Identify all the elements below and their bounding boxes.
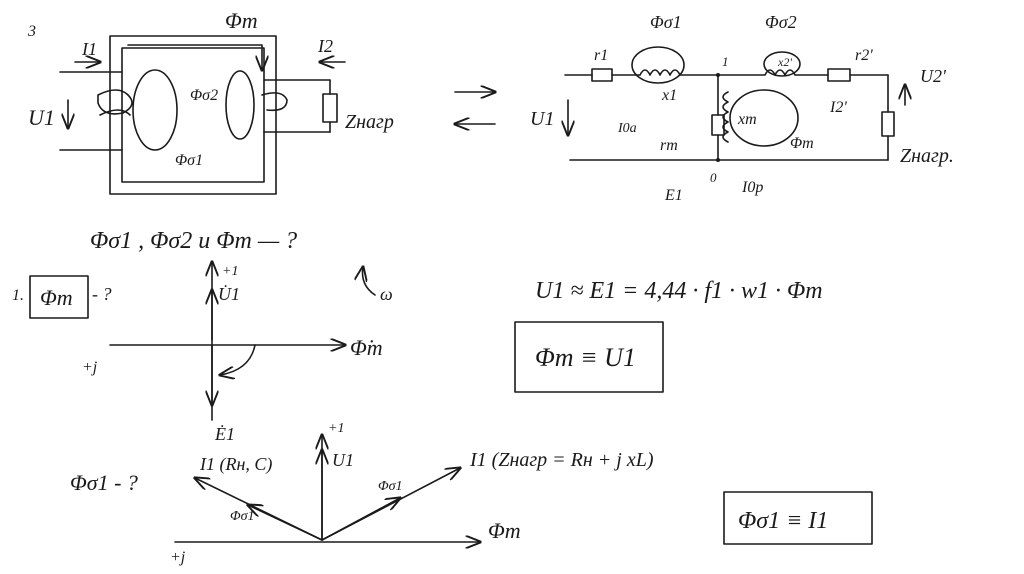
slide-number: 3 (27, 23, 36, 40)
label-i1: I1 (81, 39, 97, 59)
label-z-load: Zнагр (345, 111, 394, 133)
label-u2: U2' (920, 66, 947, 86)
label-u1: U1 (28, 105, 55, 130)
label-r2: r2' (855, 47, 873, 64)
phasor-u1: U̇1 (218, 283, 240, 304)
label-i0p: I0p (741, 179, 763, 196)
question-phi-s1: Φσ1 - ? (70, 470, 138, 495)
emf-formula: U1 ≈ E1 = 4,44 · f1 · w1 · Φm (535, 278, 823, 304)
equivalent-circuit: r1 Φσ1 Φσ2 r2' U2' 1 x1 x2' I2' U1 I0a r… (530, 12, 954, 204)
label-x2: x2' (777, 55, 792, 69)
boxed-phi-m: Φm (40, 285, 73, 310)
label-node-1: 1 (722, 54, 729, 69)
axis-plus1-2: +1 (328, 421, 344, 436)
boxed-phi-u: Φm ≡ U1 (535, 343, 636, 372)
label-phi-s2: Φσ2 (190, 87, 218, 104)
axis-plusj-2: +j (170, 549, 186, 566)
label-i2: I2 (317, 36, 333, 56)
label-phi-s2-circuit: Φσ2 (765, 12, 797, 32)
boxed-phi-s1-i1: Φσ1 ≡ I1 (738, 508, 828, 534)
label-i2-prime: I2' (829, 99, 847, 116)
phasor-i1-capacitive: I1 (Rн, C) (199, 454, 272, 475)
transformer-sketch: Φm I1 I2 U1 Φσ2 Φσ1 Zнагр (28, 8, 394, 195)
phasor-u1-2: U1 (332, 450, 354, 470)
label-i0a: I0a (617, 121, 637, 136)
phasor-diagram-2: Φσ1 - ? +1 U1 I1 (Rн, C) Φσ1 Φσ1 I1 (Zна… (70, 421, 654, 566)
omega-label: ω (380, 284, 393, 304)
phasor-i1-inductive: I1 (Zнагр = Rн + j xL) (469, 449, 654, 471)
question-suffix: - ? (92, 284, 112, 304)
label-node-0: 0 (710, 170, 717, 185)
label-x1: x1 (661, 87, 677, 104)
phasor-e1: Ė1 (214, 424, 235, 444)
phasor-phi-m: Φ̇m (350, 335, 383, 360)
phasor-diagram-1: 1. Φm - ? +1 U̇1 Φ̇m +j Ė1 ω (12, 262, 393, 444)
axis-plus1: +1 (222, 264, 238, 279)
phasor-phi-m-2: Φm (488, 518, 521, 543)
label-u1-circuit: U1 (530, 108, 554, 130)
label-r1: r1 (594, 47, 608, 64)
item-number: 1. (12, 287, 24, 304)
phasor-phi-s1-left: Φσ1 (230, 509, 255, 524)
label-phi-s1-circuit: Φσ1 (650, 12, 682, 32)
phasor-phi-s1-right: Φσ1 (378, 479, 403, 494)
label-phi-s1: Φσ1 (175, 152, 203, 169)
label-rm: rm (660, 137, 678, 154)
label-xm: xm (737, 111, 757, 128)
label-phi-m-circuit: Φm (790, 135, 814, 152)
label-z-load-circuit: Zнагр. (900, 145, 954, 167)
label-e1: E1 (664, 187, 683, 204)
question-fluxes: Φσ1 , Φσ2 и Φm — ? (90, 228, 297, 254)
label-phi-m: Φm (225, 8, 258, 33)
axis-plusj: +j (82, 359, 98, 376)
